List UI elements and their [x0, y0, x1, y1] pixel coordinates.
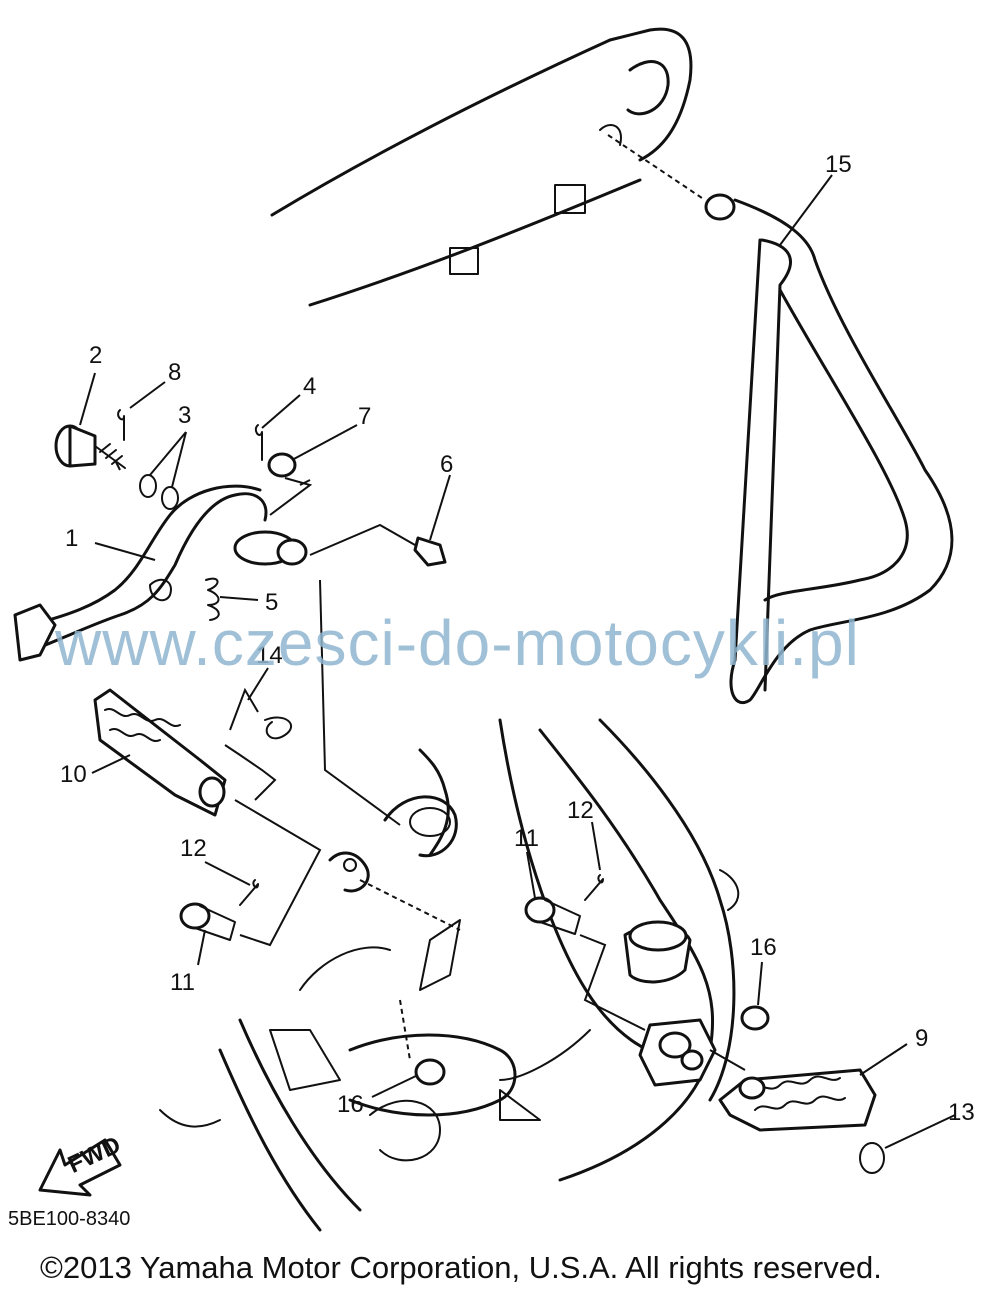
diagram-code: 5BE100-8340	[8, 1208, 131, 1230]
frame-boss	[623, 869, 740, 984]
footrest-spring	[264, 716, 293, 740]
callout-14: 14	[256, 642, 283, 669]
callout-13: 13	[948, 1099, 975, 1126]
frame-lower	[159, 718, 736, 1232]
callout-7: 7	[358, 403, 371, 430]
callout-6: 6	[440, 451, 453, 478]
callout-3: 3	[178, 402, 191, 429]
callout-leaders	[79, 174, 956, 1149]
callout-2: 2	[89, 342, 102, 369]
callouts: 1 2 3 4 5 6 7 8 9 10 11 11 12 12 13 14 1…	[60, 151, 975, 1126]
pivot-bolt	[54, 424, 126, 469]
return-spring	[205, 577, 220, 621]
bolt-11	[524, 896, 581, 935]
callout-1: 1	[65, 525, 78, 552]
callout-15: 15	[825, 151, 852, 178]
fwd-arrow: FWD	[38, 1131, 125, 1197]
cotter-pin	[254, 424, 263, 461]
o-ring	[161, 486, 179, 510]
frame-upper	[270, 27, 693, 307]
callout-4: 4	[303, 373, 316, 400]
washer-16	[740, 1005, 770, 1031]
callout-11: 11	[170, 969, 195, 996]
callout-10: 10	[60, 761, 87, 788]
cotter-pin	[117, 409, 125, 441]
callout-5: 5	[265, 589, 278, 616]
callout-12: 12	[180, 835, 207, 862]
clevis-pin	[413, 536, 447, 567]
brake-pedal	[13, 484, 308, 662]
bolt-11	[179, 902, 236, 941]
callout-16: 16	[337, 1091, 364, 1118]
cotter-pin-12	[584, 874, 604, 901]
washer-16	[414, 1058, 446, 1086]
footrest-left	[93, 688, 227, 817]
watermark: www.czesci-do-motocykli.pl	[55, 607, 860, 679]
cotter-pin-12	[239, 879, 259, 906]
o-ring	[139, 474, 157, 498]
callout-11: 11	[514, 825, 539, 852]
callout-16: 16	[750, 934, 777, 961]
callout-8: 8	[168, 359, 181, 386]
assembly-lines	[114, 459, 746, 1071]
washer	[267, 452, 297, 478]
callout-9: 9	[915, 1025, 928, 1052]
copyright-notice: ©2013 Yamaha Motor Corporation, U.S.A. A…	[40, 1250, 882, 1285]
footrest-right	[638, 1018, 877, 1132]
clip	[859, 1142, 885, 1174]
callout-12: 12	[567, 797, 594, 824]
side-stand	[704, 193, 954, 704]
